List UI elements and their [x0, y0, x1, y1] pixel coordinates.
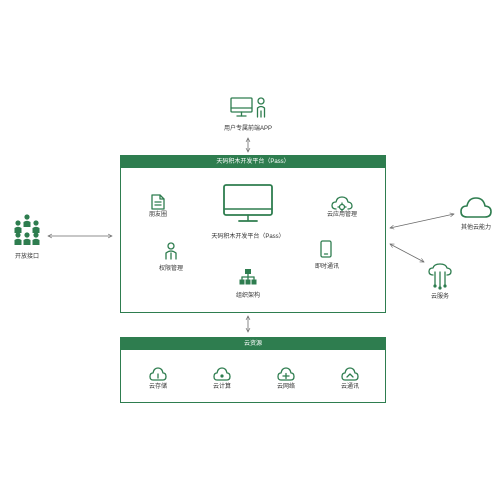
- monitor-user-icon: [230, 97, 266, 118]
- person-icon: [165, 242, 177, 260]
- im-node: [320, 240, 332, 258]
- cloud-app-node: [331, 196, 353, 212]
- cloud-network-small-icon: [277, 367, 295, 381]
- cloud-service-node: [428, 263, 452, 290]
- comm-node: [341, 366, 359, 382]
- arrow-platform-othercloud: [390, 214, 454, 228]
- cloud-compute-icon: [213, 367, 231, 381]
- user-app-label: 用户专属前端APP: [223, 126, 272, 132]
- other-cloud-label: 其他云能力: [460, 225, 491, 231]
- cloud-network-icon: [428, 263, 452, 290]
- phone-icon: [320, 240, 332, 258]
- arrow-platform-cloudservice: [390, 243, 424, 263]
- compute-label: 云计算: [212, 384, 231, 390]
- permission-node: [164, 242, 178, 260]
- document-icon: [151, 194, 165, 210]
- comm-label: 云通讯: [340, 384, 359, 390]
- platform-monitor: [222, 183, 274, 223]
- friends-node: [151, 194, 165, 210]
- platform-center-label: 天码积木开发平台（Pass）: [211, 234, 285, 240]
- permission-label: 权限管理: [158, 266, 183, 272]
- cloud-storage-icon: [149, 367, 167, 381]
- network-label: 云网络: [276, 384, 295, 390]
- resources-title: 云资源: [121, 338, 385, 350]
- cloud-icon: [460, 197, 492, 218]
- cloud-comm-icon: [341, 367, 359, 381]
- cloud-app-label: 云应用管理: [326, 212, 357, 218]
- friends-label: 朋友圈: [148, 212, 167, 218]
- org-label: 组织架构: [235, 293, 260, 299]
- open-api-node: [12, 213, 42, 249]
- storage-label: 云存储: [148, 384, 167, 390]
- monitor-icon: [223, 184, 273, 222]
- open-api-label: 开放接口: [14, 254, 39, 260]
- resources-box: 云资源: [120, 337, 386, 403]
- cloud-service-label: 云服务: [430, 294, 449, 300]
- people-group-icon: [14, 214, 40, 245]
- cloud-gear-icon: [331, 196, 353, 212]
- storage-node: [149, 366, 167, 382]
- org-chart-icon: [239, 269, 257, 285]
- other-cloud-node: [460, 196, 492, 220]
- compute-node: [213, 366, 231, 382]
- org-node: [239, 268, 257, 286]
- im-label: 即时通讯: [314, 264, 339, 270]
- network-node: [277, 366, 295, 382]
- platform-box: 天码积木开发平台（Pass）: [120, 155, 386, 313]
- user-app-node: [228, 94, 268, 124]
- platform-title: 天码积木开发平台（Pass）: [121, 156, 385, 168]
